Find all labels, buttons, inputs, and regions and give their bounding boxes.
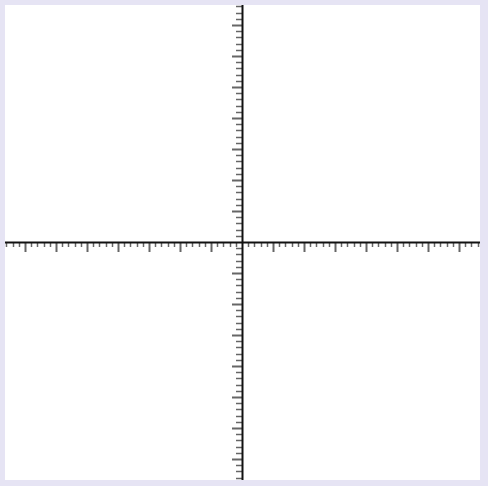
y-axis-ticks xyxy=(232,5,242,480)
coordinate-plane-canvas xyxy=(5,5,480,480)
coordinate-plane xyxy=(5,5,480,480)
